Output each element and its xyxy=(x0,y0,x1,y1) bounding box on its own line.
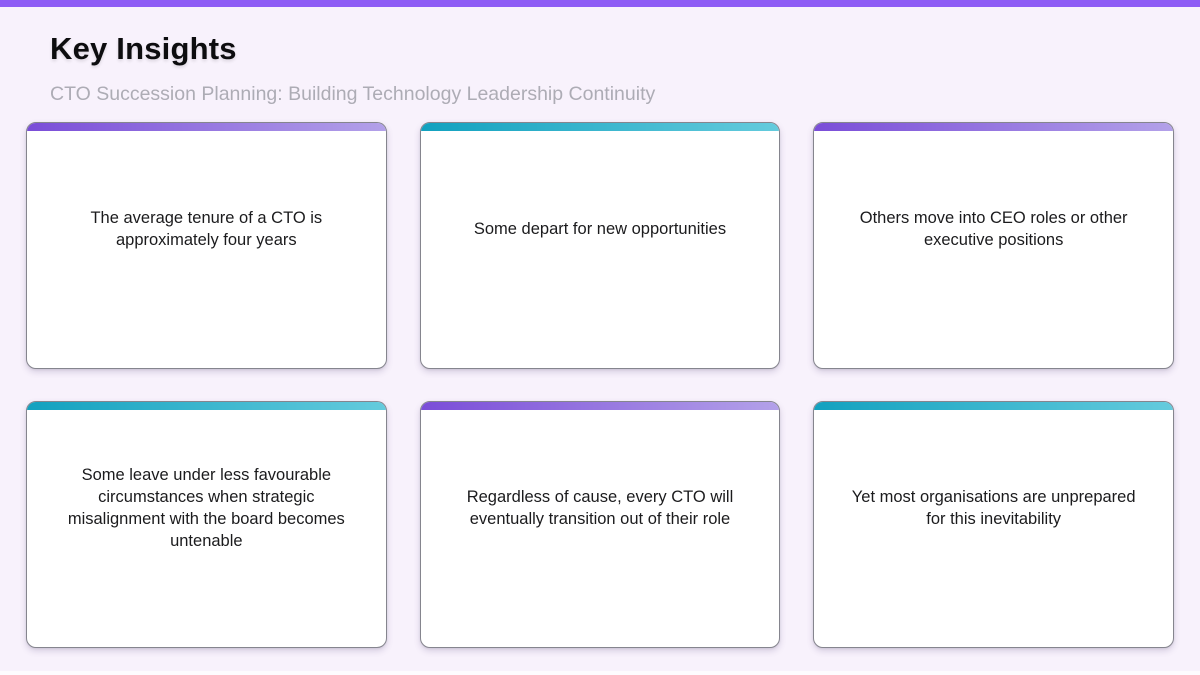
card-accent-strip xyxy=(814,123,1173,131)
top-accent-bar xyxy=(0,0,1200,7)
card-accent-strip xyxy=(420,123,780,131)
card-accent-strip xyxy=(27,402,386,410)
card-text: Yet most organisations are unprepared fo… xyxy=(851,487,1136,528)
insight-card: Some depart for new opportunities xyxy=(419,122,781,369)
card-accent-strip xyxy=(814,402,1173,410)
page-header: Key Insights CTO Succession Planning: Bu… xyxy=(0,7,1200,106)
insight-card: Yet most organisations are unprepared fo… xyxy=(813,401,1174,648)
card-accent-strip xyxy=(27,123,386,131)
card-body: The average tenure of a CTO is approxima… xyxy=(27,131,386,368)
insight-card: The average tenure of a CTO is approxima… xyxy=(26,122,387,369)
card-text: Others move into CEO roles or other exec… xyxy=(859,208,1128,249)
card-body: Others move into CEO roles or other exec… xyxy=(814,131,1173,368)
bottom-strip xyxy=(0,671,1200,675)
insight-card: Regardless of cause, every CTO will even… xyxy=(419,401,781,648)
page-subtitle: CTO Succession Planning: Building Techno… xyxy=(50,83,656,105)
card-accent-strip xyxy=(420,402,780,410)
card-body: Some depart for new opportunities xyxy=(421,131,780,368)
page-title: Key Insights xyxy=(50,31,237,66)
insight-card: Some leave under less favourable circums… xyxy=(26,401,387,648)
card-body: Yet most organisations are unprepared fo… xyxy=(814,410,1173,647)
card-text: Regardless of cause, every CTO will even… xyxy=(466,487,734,528)
card-text: Some leave under less favourable circums… xyxy=(67,465,345,550)
insight-card: Others move into CEO roles or other exec… xyxy=(813,122,1174,369)
insights-grid: The average tenure of a CTO is approxima… xyxy=(26,122,1174,648)
card-body: Regardless of cause, every CTO will even… xyxy=(421,410,780,647)
card-text: Some depart for new opportunities xyxy=(473,219,727,238)
card-body: Some leave under less favourable circums… xyxy=(27,410,386,647)
card-text: The average tenure of a CTO is approxima… xyxy=(90,208,323,249)
